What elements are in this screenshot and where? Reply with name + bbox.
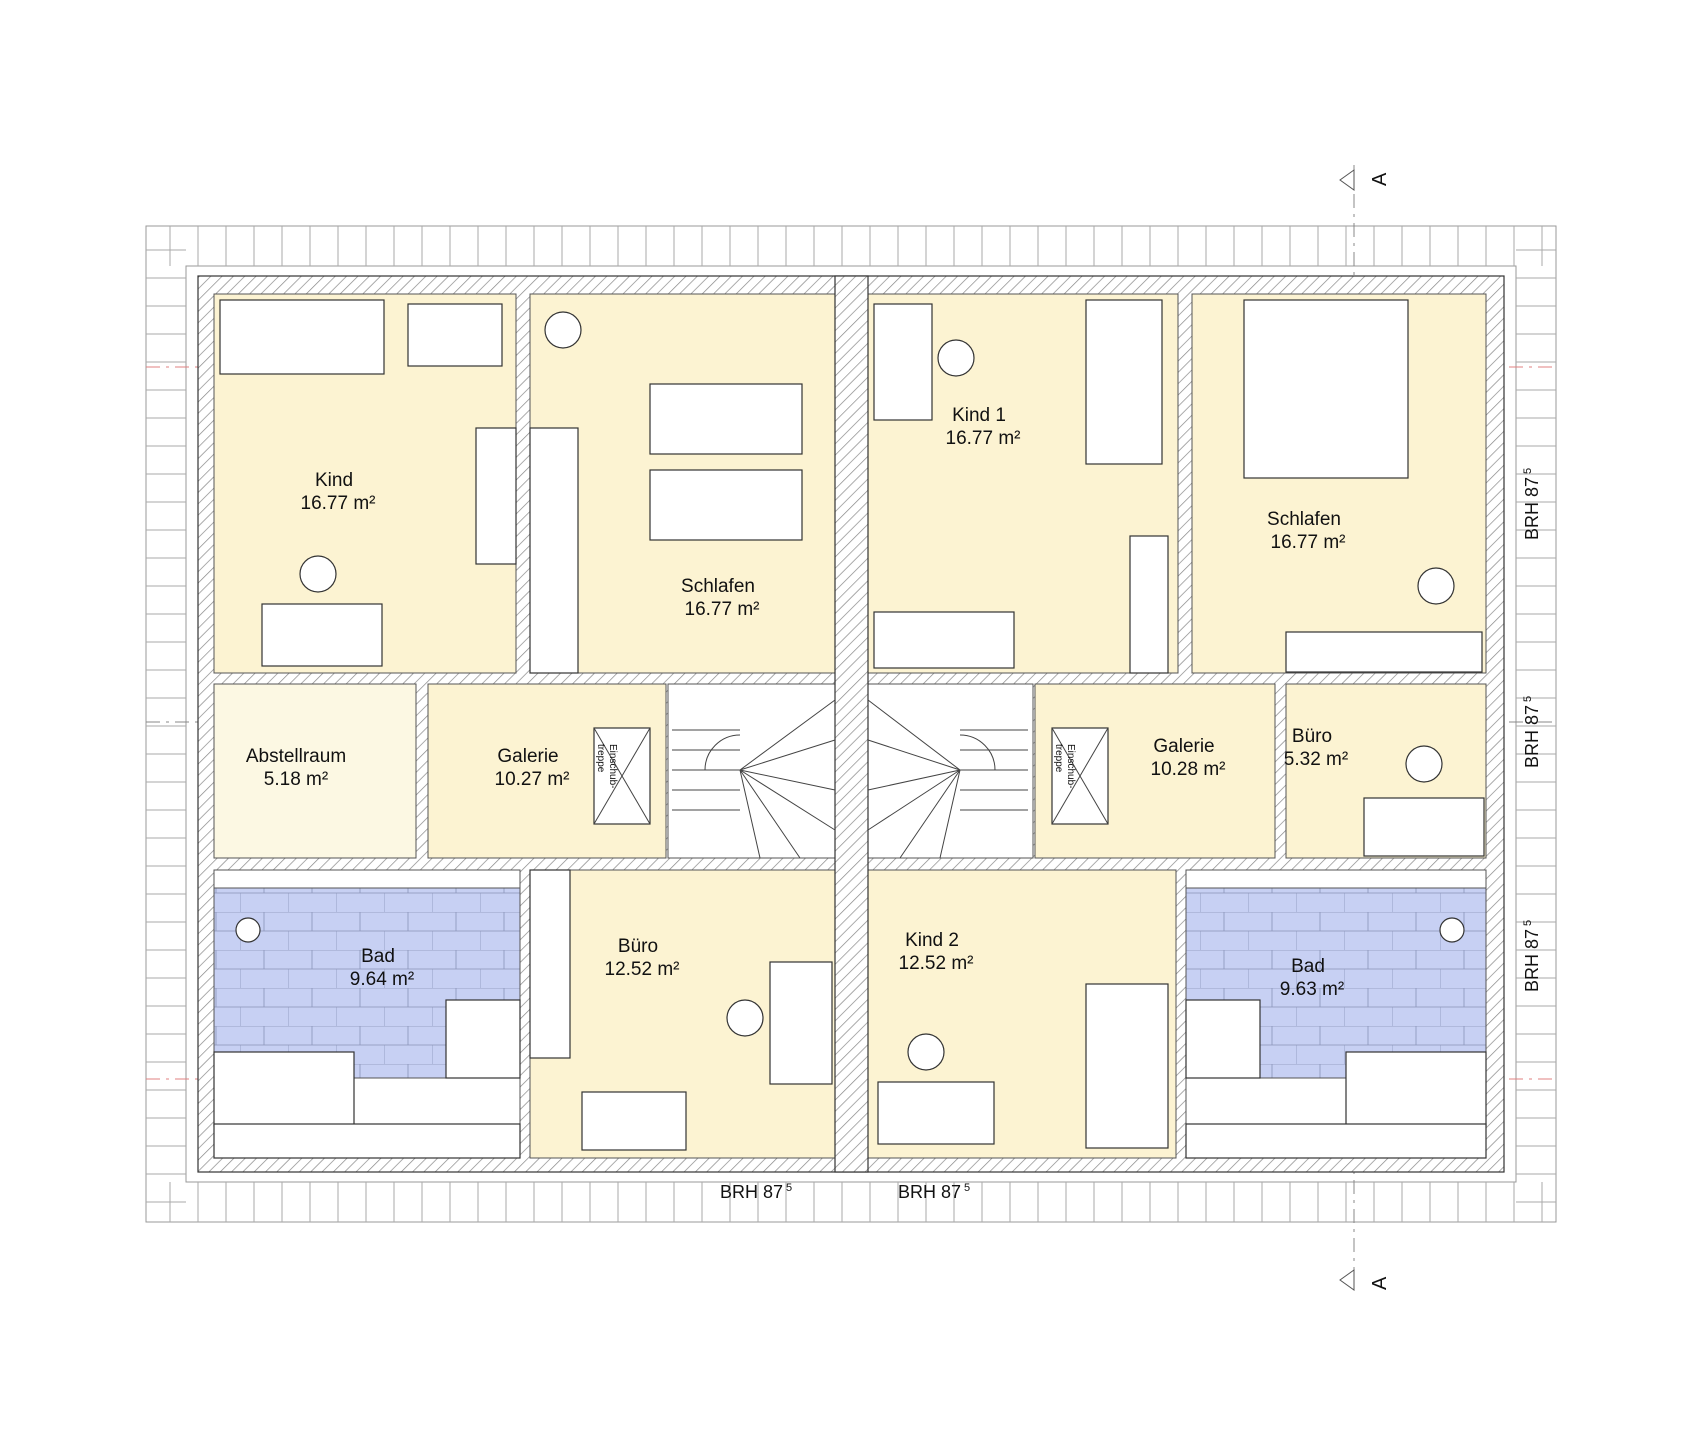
room-name: Kind 1 [952,405,1006,426]
attic-ladder-note-right: Einschub- treppe [1053,744,1076,788]
room-area: 10.27 m² [495,769,570,790]
room-name: Büro [1292,726,1332,747]
section-arrow-icon [1339,169,1355,191]
staircase-right [867,699,1028,859]
room-labels: Kind 16.77 m² Schlafen 16.77 m² Kind 1 1… [246,405,1348,1000]
room-name: Galerie [497,746,558,767]
room-area: 12.52 m² [899,953,974,974]
brh-label: BRH 875 [1522,468,1542,540]
svg-text:BRH 875: BRH 875 [1522,696,1542,768]
brh-label: BRH 875 [1522,696,1542,768]
room-area: 9.63 m² [1280,979,1344,1000]
room-name: Schlafen [681,576,755,597]
room-area: 16.77 m² [946,428,1021,449]
room-area: 9.64 m² [350,969,414,990]
stair-note-line2: treppe [595,744,606,773]
room-area: 5.18 m² [264,769,328,790]
room-name: Abstellraum [246,746,346,767]
room-area: 16.77 m² [685,599,760,620]
roof-outline [145,225,1557,1223]
section-mark-bottom: A [1369,1276,1391,1290]
room-name: Schlafen [1267,509,1341,530]
room-name: Kind [315,470,353,491]
room-area: 16.77 m² [1271,532,1346,553]
stair-note-line1: Einschub- [607,744,618,788]
svg-text:BRH 875: BRH 875 [1522,920,1542,992]
svg-text:BRH 875: BRH 875 [898,1182,970,1202]
svg-text:BRH 875: BRH 875 [1522,468,1542,540]
brh-label: BRH 875 [1522,920,1542,992]
party-wall [834,275,869,1173]
attic-ladder-note-left: Einschub- treppe [595,744,618,788]
room-name: Galerie [1153,736,1214,757]
attic-ladder-left [593,727,651,825]
stair-note-line1: Einschub- [1065,744,1076,788]
room-name: Büro [618,936,658,957]
room-area: 10.28 m² [1151,759,1226,780]
room-name: Bad [361,946,395,967]
section-mark-top: A [1369,172,1391,186]
svg-text:BRH 875: BRH 875 [720,1182,792,1202]
section-arrow-icon [1339,1269,1355,1291]
room-name: Kind 2 [905,930,959,951]
furniture [213,299,1487,1159]
staircase-left [672,699,836,859]
room-area: 5.32 m² [1284,749,1348,770]
attic-ladder-right [1051,727,1109,825]
room-name: Bad [1291,956,1325,977]
room-area: 16.77 m² [301,493,376,514]
room-area: 12.52 m² [605,959,680,980]
stair-note-line2: treppe [1053,744,1064,773]
